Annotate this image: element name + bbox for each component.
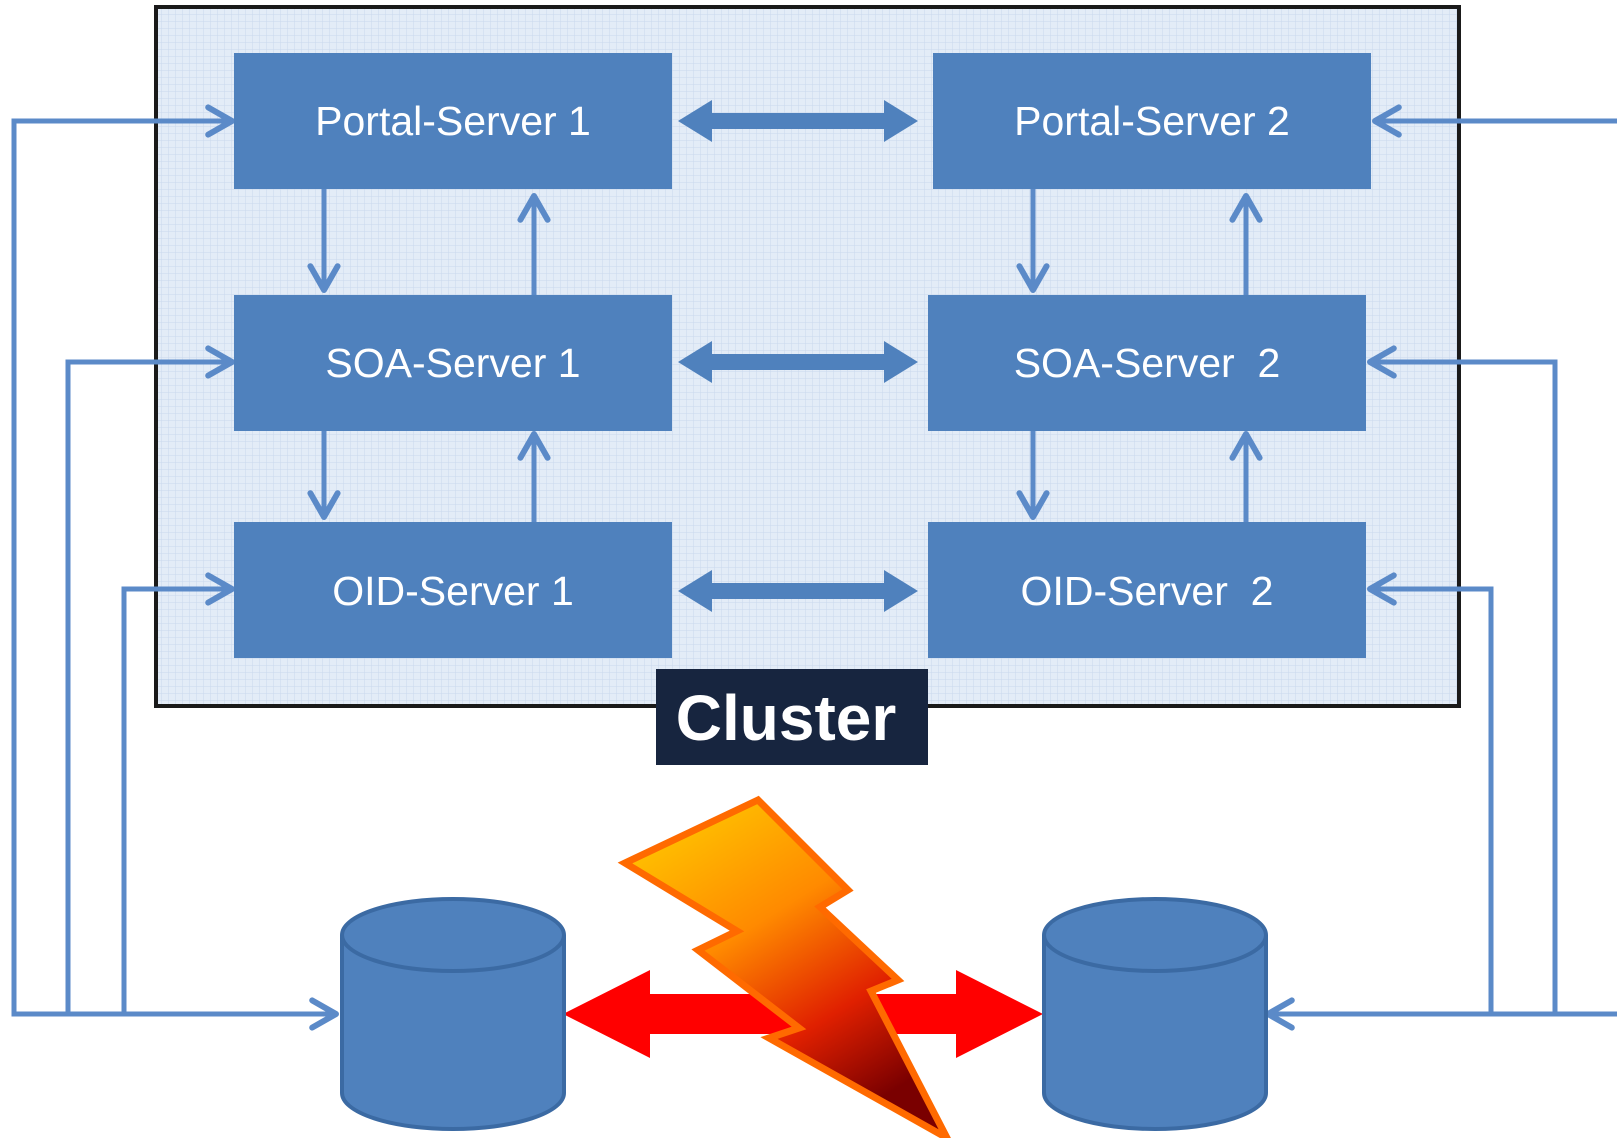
server-box-oid1: OID-Server 1 xyxy=(234,522,672,658)
replication-arrows xyxy=(678,100,918,612)
server-label-oid1: OID-Server 1 xyxy=(332,568,574,614)
connector-soa1-db xyxy=(65,345,235,1014)
left-connectors xyxy=(11,104,339,1031)
server-box-portal2: Portal-Server 2 xyxy=(933,53,1371,189)
database-icon xyxy=(340,897,566,1131)
server-label-portal1: Portal-Server 1 xyxy=(315,98,591,144)
double-arrow-soa xyxy=(678,341,918,383)
server-box-soa1: SOA-Server 1 xyxy=(234,295,672,431)
double-arrow-portal xyxy=(678,100,918,142)
cluster-label: Cluster xyxy=(676,682,897,754)
server-label-soa2: SOA-Server 2 xyxy=(1014,340,1281,386)
double-arrow-oid xyxy=(678,570,918,612)
server-label-portal2: Portal-Server 2 xyxy=(1014,98,1290,144)
connector-oid2-db xyxy=(1367,572,1494,1014)
lightning-icon xyxy=(617,795,951,1138)
connector-oid1-db xyxy=(121,572,235,1014)
server-label-oid2: OID-Server 2 xyxy=(1021,568,1274,614)
server-box-oid2: OID-Server 2 xyxy=(928,522,1366,658)
right-connectors xyxy=(1265,104,1617,1031)
cluster-label-box: Cluster xyxy=(656,669,928,765)
connector-soa2-db xyxy=(1367,345,1558,1014)
server-box-soa2: SOA-Server 2 xyxy=(928,295,1366,431)
database-icon xyxy=(1042,897,1268,1131)
server-box-portal1: Portal-Server 1 xyxy=(234,53,672,189)
server-label-soa1: SOA-Server 1 xyxy=(325,340,580,386)
tier-connectors xyxy=(307,189,1263,522)
